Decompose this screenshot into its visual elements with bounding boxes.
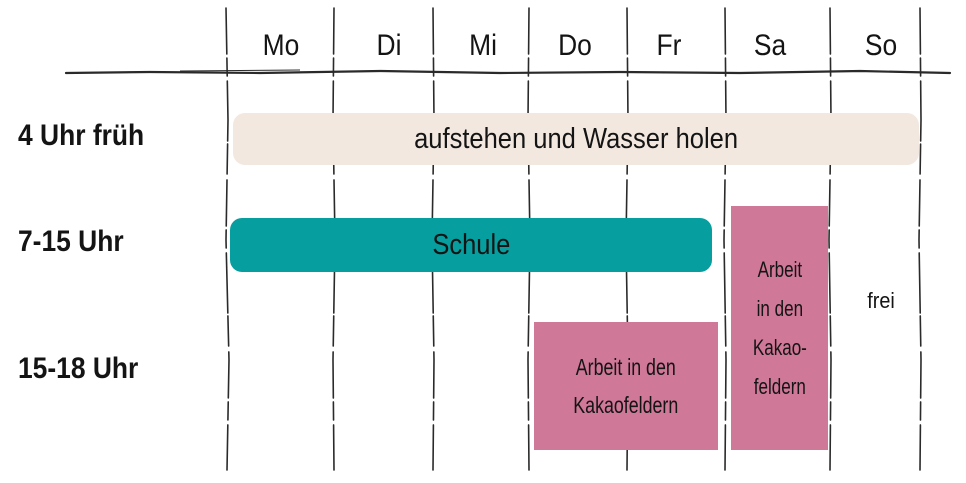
block-work-sa-line-4: feldern (753, 374, 806, 399)
block-work-sa-line-1: Arbeit (757, 257, 802, 282)
block-morning-water: aufstehen und Wasser holen (233, 113, 919, 165)
day-header-fr: Fr (656, 29, 682, 62)
day-header-do: Do (558, 29, 592, 62)
day-header-so: So (864, 29, 898, 62)
day-header-mo: Mo (262, 29, 300, 62)
day-header-mi: Mi (469, 29, 497, 62)
day-header-sa: Sa (753, 29, 787, 62)
block-morning-label: aufstehen und Wasser holen (414, 122, 738, 155)
sunday-free-label: frei (867, 288, 895, 313)
block-work-thfr-line-1: Arbeit in den (575, 354, 676, 380)
block-school: Schule (230, 218, 712, 272)
time-label-school: 7-15 Uhr (18, 225, 124, 258)
block-work-thursday-friday: Arbeit in den Kakaofeldern (534, 322, 718, 450)
block-work-saturday: Arbeit in den Kakao- feldern (731, 206, 828, 450)
block-work-sa-line-3: Kakao- (752, 335, 807, 360)
block-work-sa-line-2: in den (756, 296, 803, 321)
day-header-di: Di (376, 29, 402, 62)
time-label-afternoon: 15-18 Uhr (18, 352, 139, 385)
block-school-label: Schule (431, 228, 511, 261)
time-label-early: 4 Uhr früh (18, 119, 145, 152)
block-work-thfr-line-2: Kakaofeldern (573, 392, 679, 418)
